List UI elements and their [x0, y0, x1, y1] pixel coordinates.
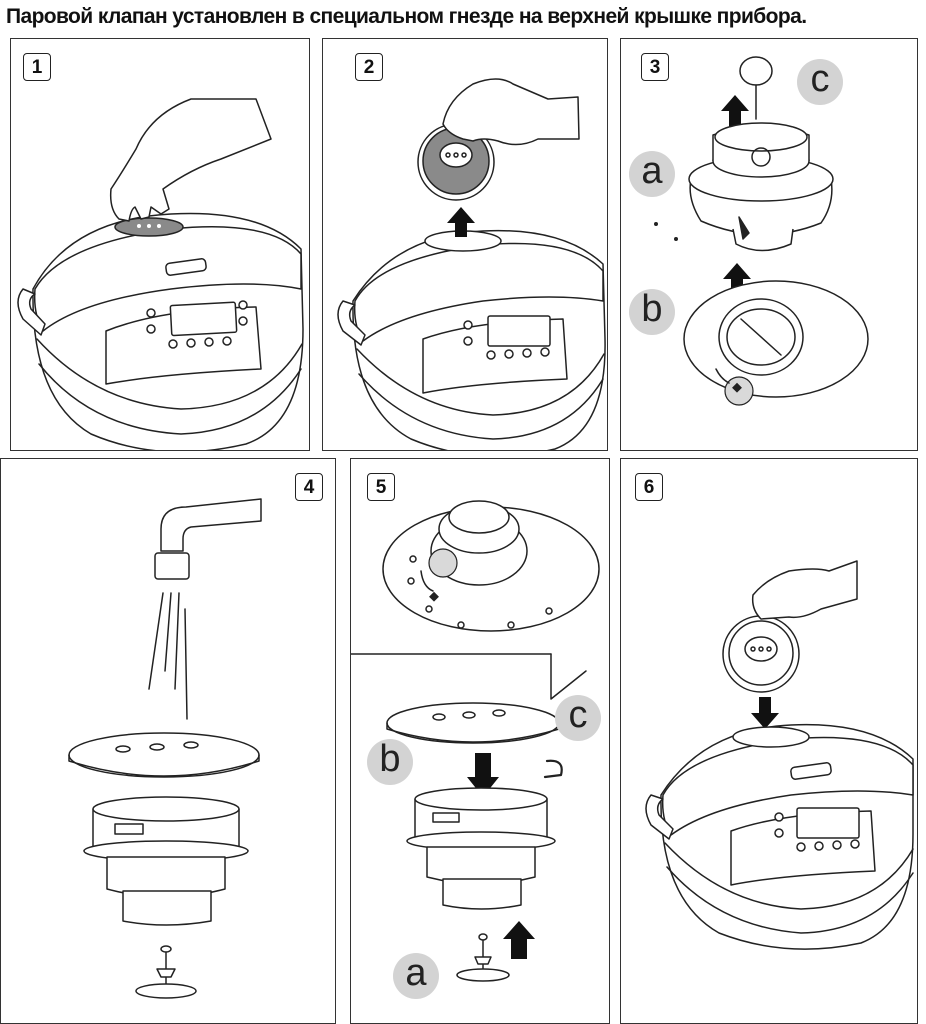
arrow-up-icon — [503, 921, 535, 959]
part-label-c: c — [797, 59, 843, 105]
step-2-illustration — [337, 78, 606, 450]
hand-illustration — [751, 560, 858, 620]
multicooker-illustration — [337, 229, 606, 450]
hand-illustration — [442, 78, 580, 146]
valve-pin-illustration — [135, 945, 197, 999]
arrow-down-icon — [467, 753, 499, 797]
step-number: 5 — [367, 473, 395, 501]
arrow-down-icon — [751, 697, 779, 729]
valve-assembly-bottom — [683, 263, 869, 406]
step-5-panel: 5 — [350, 458, 610, 1024]
step-4-panel: 4 — [0, 458, 336, 1024]
hand-illustration — [109, 98, 272, 222]
part-label-a: a — [629, 151, 675, 197]
arrow-up-icon — [447, 207, 475, 237]
valve-assembly-top — [688, 56, 834, 252]
steam-valve-illustration — [722, 615, 800, 693]
page-title: Паровой клапан установлен в специальном … — [6, 5, 807, 28]
steam-valve-illustration — [417, 123, 495, 201]
multicooker-illustration — [645, 723, 914, 950]
step-4-illustration — [68, 498, 262, 999]
step-6-illustration — [645, 560, 914, 950]
rotate-arrow-icon — [543, 759, 563, 779]
step-5-illustration — [351, 500, 600, 982]
step-number: 4 — [295, 473, 323, 501]
valve-cover-illustration — [68, 732, 260, 778]
valve-pin-illustration — [456, 933, 510, 982]
step-number: 6 — [635, 473, 663, 501]
lid-underside-illustration — [382, 500, 600, 632]
valve-cover-illustration — [386, 702, 560, 744]
step-6-panel: 6 — [620, 458, 918, 1024]
step-3-illustration — [654, 56, 869, 406]
valve-body-illustration — [406, 787, 556, 910]
part-label-b: b — [629, 289, 675, 335]
multicooker-illustration — [17, 212, 304, 450]
step-1-illustration — [17, 98, 304, 450]
step-number: 2 — [355, 53, 383, 81]
arrow-up-icon — [723, 263, 751, 297]
faucet-illustration — [148, 498, 262, 720]
step-3-panel: 3 a b c — [620, 38, 918, 451]
step-2-panel: 2 — [322, 38, 608, 451]
part-label-c: c — [555, 695, 601, 741]
arrow-up-icon — [721, 95, 749, 127]
part-label-b: b — [367, 739, 413, 785]
step-1-panel: 1 — [10, 38, 310, 451]
step-number: 1 — [23, 53, 51, 81]
step-number: 3 — [641, 53, 669, 81]
part-label-a: a — [393, 953, 439, 999]
valve-body-illustration — [83, 796, 249, 926]
